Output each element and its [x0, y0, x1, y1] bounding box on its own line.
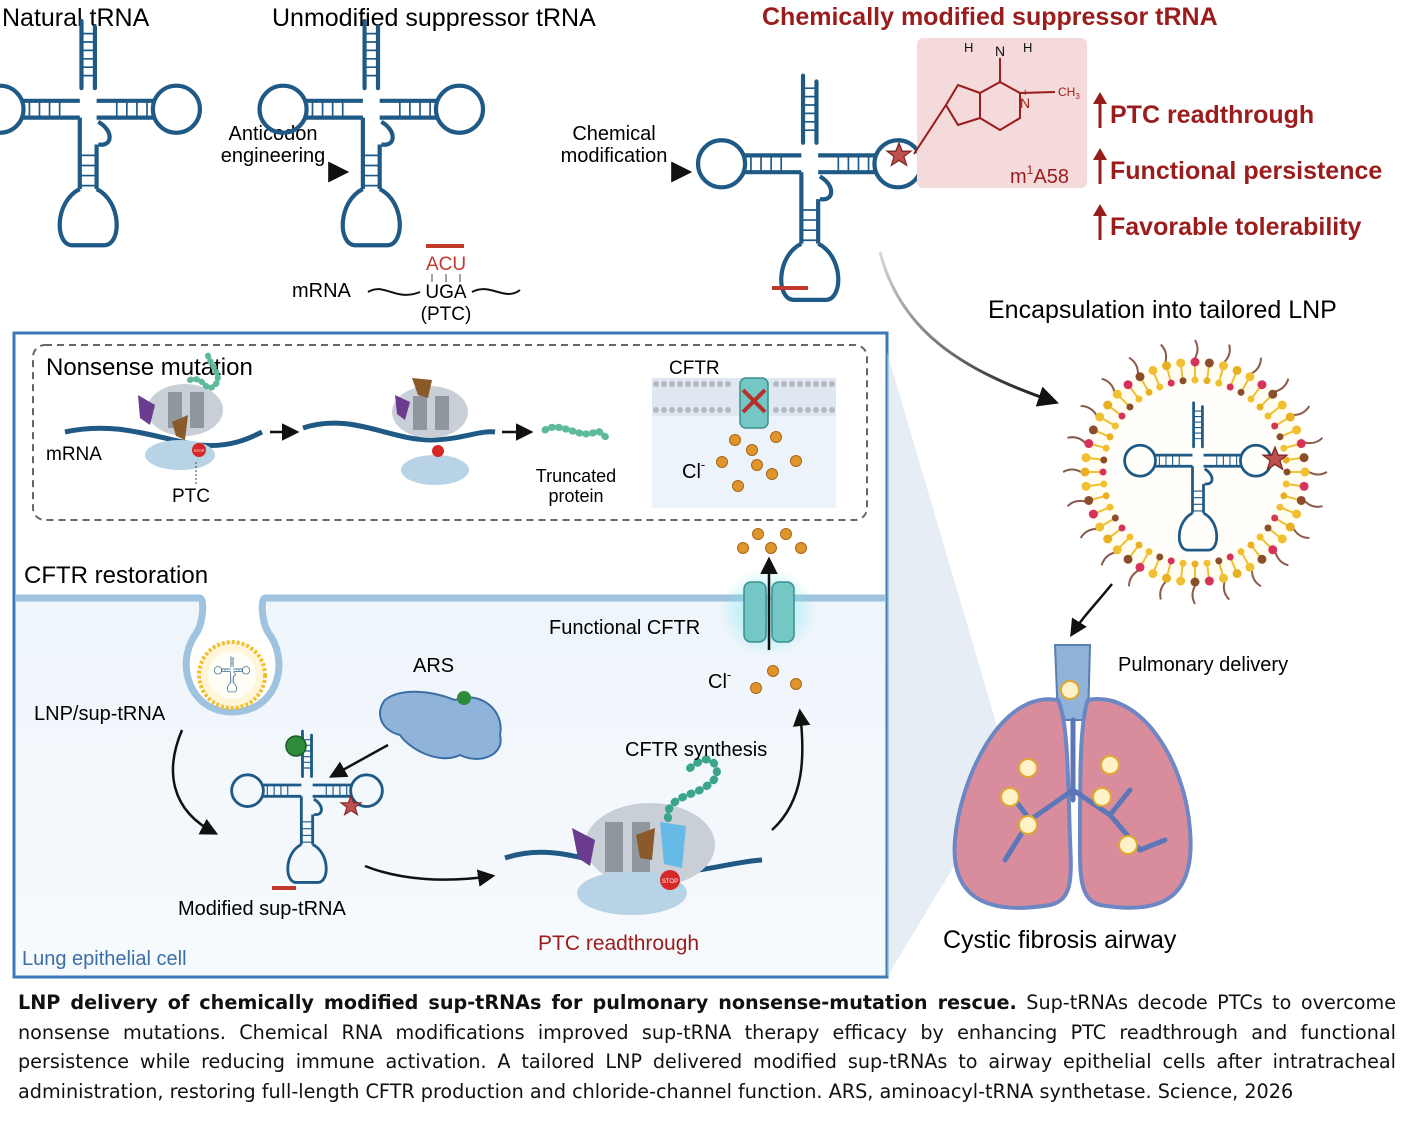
benefit-item: PTC readthrough — [1093, 92, 1314, 129]
chloride-ion — [737, 542, 749, 554]
chloride-ion — [752, 528, 764, 540]
modified-trna-icon — [698, 76, 921, 300]
chloride-ion — [766, 468, 778, 480]
modification-star-icon — [886, 142, 912, 166]
anticodon-label-2: engineering — [221, 145, 326, 167]
caption-body: Sup-tRNAs decode PTCs to overcome nonsen… — [18, 991, 1396, 1103]
lungs-icon — [952, 644, 1193, 910]
lnp-sup-label: LNP/sup-tRNA — [34, 703, 166, 725]
functional-cftr-label: Functional CFTR — [549, 617, 700, 639]
pulmonary-delivery-label: Pulmonary delivery — [1118, 654, 1288, 676]
chloride-ion — [790, 678, 802, 690]
m1a-structure-icon — [913, 58, 1056, 155]
mrna-top-label: mRNA — [292, 280, 352, 302]
chloride-ion — [729, 434, 741, 446]
m1a-structure-box — [917, 38, 1087, 188]
plus-sign: + — [1022, 87, 1028, 99]
cell-membrane — [16, 594, 885, 716]
up-arrow-icon — [1093, 92, 1107, 104]
mrna-inset-label: mRNA — [46, 444, 102, 465]
natural-trna-title: Natural tRNA — [2, 4, 150, 32]
uga-codon: UGA — [425, 282, 467, 303]
anticodon-label-1: Anticodon — [229, 123, 318, 145]
inset-cftr-defective — [652, 377, 836, 508]
nh2-h2: H — [1023, 40, 1032, 55]
ch3-label: CH3 — [1058, 85, 1080, 101]
benefit-item: Favorable tolerability — [1093, 204, 1362, 241]
lnp-peg-tails — [1062, 339, 1328, 605]
ars-label: ARS — [413, 655, 454, 677]
n-plus: N — [1020, 95, 1030, 111]
chloride-ion — [765, 542, 777, 554]
up-arrow-icon — [1093, 148, 1107, 160]
readthrough-ribosome: STOP — [504, 755, 763, 915]
modified-trna-title: Chemically modified suppressor tRNA — [762, 3, 1218, 31]
benefit-item: Functional persistence — [1093, 148, 1382, 185]
truncated-label-1: Truncated — [536, 466, 616, 486]
cftr-synthesis-label: CFTR synthesis — [625, 739, 767, 761]
lnp-particle — [1062, 339, 1328, 605]
inset-ribosome-release — [302, 378, 496, 485]
chem-label-2: modification — [561, 145, 668, 167]
chloride-ion — [746, 444, 758, 456]
cell-modified-trna — [230, 729, 384, 890]
benefit-label: Favorable tolerability — [1110, 213, 1362, 241]
ars-enzyme-icon — [379, 690, 502, 760]
modified-trna-group: Chemically modified suppressor tRNA N H … — [698, 3, 1218, 300]
natural-trna-icon — [0, 21, 200, 245]
nh2-h1: H — [964, 40, 973, 55]
cl-inset-label: Cl- — [682, 457, 705, 483]
ptc-readthrough-label: PTC readthrough — [538, 932, 699, 955]
lnp-lipids — [1080, 357, 1310, 587]
encapsulation-label: Encapsulation into tailored LNP — [988, 296, 1337, 324]
chloride-ion — [716, 456, 728, 468]
chloride-ion — [751, 459, 763, 471]
cl-cell-label: Cl- — [708, 667, 731, 693]
membrane-heads — [653, 381, 835, 413]
modified-sup-label: Modified sup-tRNA — [178, 898, 347, 920]
nh2-n: N — [995, 43, 1005, 59]
chloride-ion — [767, 665, 779, 677]
ptc-paren-label: (PTC) — [421, 304, 472, 325]
chloride-ion — [770, 431, 782, 443]
chloride-ion — [732, 480, 744, 492]
ptc-inset-label: PTC — [172, 486, 210, 507]
inset-chloride-ions — [716, 431, 802, 492]
stop-sign-2: STOP — [662, 879, 678, 885]
cell-chloride-ions — [750, 665, 802, 694]
chloride-ion — [790, 455, 802, 467]
figure-caption: LNP delivery of chemically modified sup-… — [18, 988, 1396, 1106]
released-chloride-ions — [737, 528, 807, 554]
inset-translation-stalled: STOP — [64, 349, 264, 470]
benefit-label: Functional persistence — [1110, 157, 1382, 185]
chem-mod-arrow: Chemical modification — [545, 123, 693, 183]
cftr-restoration-title: CFTR restoration — [24, 562, 208, 589]
anticodon-acu: ACU — [426, 254, 466, 275]
cf-airway-label: Cystic fibrosis airway — [943, 926, 1177, 954]
unmodified-trna-title: Unmodified suppressor tRNA — [272, 4, 596, 32]
functional-cftr-channel — [720, 556, 816, 656]
chloride-ion — [795, 542, 807, 554]
endosome-lnp — [197, 640, 267, 710]
benefit-label: PTC readthrough — [1110, 101, 1314, 129]
caption-title: LNP delivery of chemically modified sup-… — [18, 991, 1017, 1014]
m1a58-label: m1A58 — [1010, 163, 1069, 188]
truncated-protein-icon — [541, 423, 614, 442]
chloride-ion — [750, 682, 762, 694]
truncated-label-2: protein — [548, 486, 603, 506]
chloride-ion — [780, 528, 792, 540]
lung-cell-label: Lung epithelial cell — [22, 948, 187, 970]
unmodified-trna-group: Unmodified suppressor tRNA ACU mRNA UGA … — [260, 4, 596, 325]
chem-label-1: Chemical — [572, 123, 655, 145]
natural-trna-group: Natural tRNA — [0, 4, 200, 245]
stop-sign-1: STOP — [194, 448, 205, 453]
cftr-inset-label: CFTR — [669, 358, 720, 379]
up-arrow-icon — [1093, 204, 1107, 216]
nonsense-mutation-title: Nonsense mutation — [46, 354, 253, 381]
figure: Natural tRNA Anticodon engineering Unmod… — [0, 3, 1382, 979]
